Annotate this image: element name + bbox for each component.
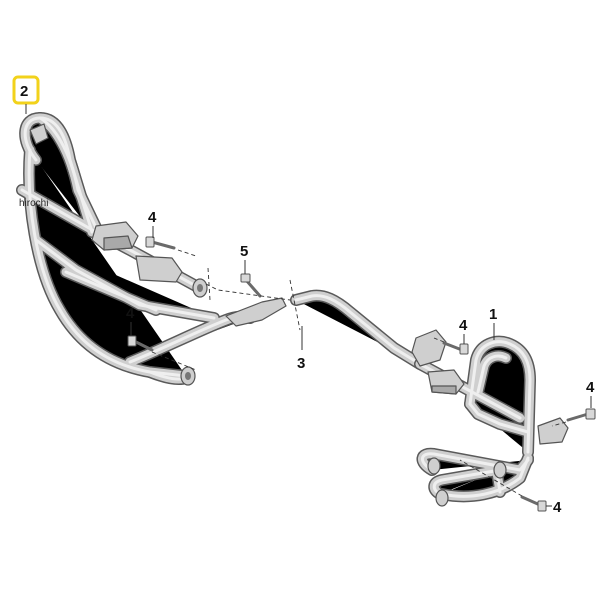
- callout-part-5[interactable]: 5: [240, 243, 248, 274]
- left-upper-mount-bracket: [91, 221, 139, 251]
- callout-part-3[interactable]: 3: [297, 326, 305, 372]
- bolt-lower-left: [127, 335, 154, 352]
- callout-part-4-right[interactable]: 4: [586, 379, 595, 408]
- callout-label-part-4: 4: [148, 209, 157, 226]
- callout-label-part-2: 2: [20, 83, 28, 100]
- left-mid-mount-bracket: [135, 255, 183, 283]
- right-lower-pipe-ends: [427, 457, 507, 507]
- assembly-guide-lines: [151, 249, 567, 497]
- callout-part-2[interactable]: 2: [12, 75, 40, 114]
- bolt-part-5: [240, 273, 262, 298]
- left-front-pipe-end: [192, 278, 208, 298]
- watermark-text: hirochi: [19, 198, 48, 209]
- right-side-mount-plate: [537, 417, 569, 445]
- callout-part-1[interactable]: 1: [489, 306, 497, 340]
- callout-label-part-4: 4: [126, 305, 135, 322]
- left-lower-pipe-end: [180, 366, 196, 386]
- callout-label-part-4: 4: [459, 317, 468, 334]
- callout-part-4-center[interactable]: 4: [459, 317, 468, 344]
- callout-part-4-bottom[interactable]: 4: [546, 499, 562, 516]
- callout-highlight-box: [12, 75, 40, 105]
- callout-part-4-upper-left[interactable]: 4: [148, 209, 157, 238]
- left-top-clamp: [29, 123, 49, 145]
- left-lower-mount-plate: [225, 297, 287, 327]
- callout-label-part-1: 1: [489, 306, 497, 323]
- callout-label-part-5: 5: [240, 243, 248, 260]
- callout-label-part-4: 4: [586, 379, 595, 396]
- right-mid-mount-bracket: [427, 369, 465, 395]
- bolt-upper-left: [145, 236, 176, 250]
- right-upper-mount-bracket: [411, 329, 447, 367]
- callout-label-part-3: 3: [297, 355, 305, 372]
- bolt-bottom: [520, 495, 547, 512]
- bolt-center: [442, 341, 469, 355]
- bolt-right: [566, 408, 596, 422]
- callout-label-part-4: 4: [553, 499, 562, 516]
- callout-part-4-lower-left[interactable]: 4: [126, 305, 135, 336]
